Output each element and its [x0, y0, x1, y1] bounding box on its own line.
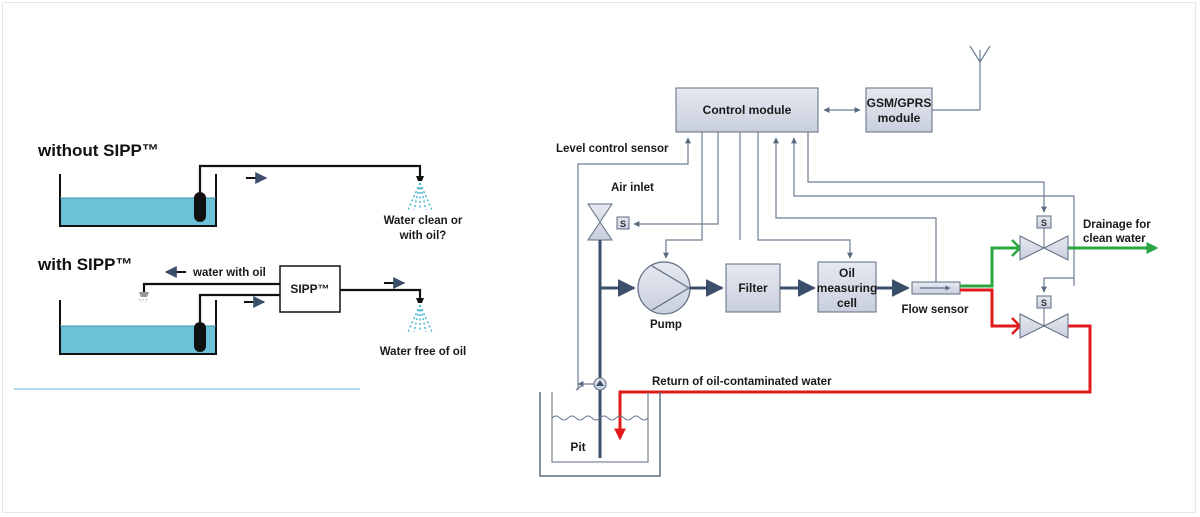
- svg-text:S: S: [1041, 298, 1047, 308]
- sipp-box-label: SIPP™: [290, 282, 329, 296]
- drainage-label-1: Drainage for: [1083, 219, 1151, 231]
- water-free-label: Water free of oil: [380, 346, 466, 358]
- water-with-oil-label: water with oil: [192, 267, 266, 279]
- oil-cell-label-1: Oil: [839, 266, 855, 280]
- control-module-label: Control module: [703, 103, 792, 117]
- return-pipe: [614, 324, 1092, 441]
- control-module-box: [675, 87, 819, 133]
- water-clean-label-1: Water clean or: [384, 215, 463, 227]
- filter-box: [725, 263, 781, 313]
- drainage-valve-icon: S: [1019, 215, 1069, 261]
- air-inlet-valve-icon: S: [587, 203, 630, 241]
- oil-cell-box: [817, 261, 877, 313]
- antenna-icon: [932, 45, 991, 111]
- tank-with-sipp: [59, 282, 422, 355]
- oil-cell-label-3: cell: [837, 296, 857, 310]
- gsm-label-2: module: [878, 111, 921, 125]
- level-sensor-label: Level control sensor: [556, 143, 669, 155]
- pit-label: Pit: [570, 440, 585, 454]
- oil-cell-label-2: measuring: [817, 281, 878, 295]
- pit: [539, 392, 661, 477]
- return-outlet: [138, 292, 149, 303]
- flow-sensor-icon: [911, 281, 961, 295]
- pump-icon: [637, 261, 691, 315]
- pump-label: Pump: [650, 319, 682, 331]
- spray-nozzle-2: [407, 298, 433, 333]
- tank2-water: [60, 326, 216, 354]
- sipp-box: [279, 265, 341, 313]
- water-clean-label-2: with oil?: [399, 230, 447, 242]
- tank1-water: [60, 198, 216, 226]
- clean-water-pipe: [960, 246, 1020, 288]
- air-inlet-label: Air inlet: [611, 182, 654, 194]
- without-sipp-title: without SIPP™: [37, 141, 159, 160]
- return-valve-icon: S: [1019, 295, 1069, 339]
- with-sipp-title: with SIPP™: [37, 255, 132, 274]
- filter-label: Filter: [738, 281, 768, 295]
- spray-nozzle-1: [407, 176, 433, 211]
- contaminated-pipe: [960, 288, 1020, 328]
- tank2-float: [194, 322, 206, 352]
- return-label: Return of oil-contaminated water: [652, 376, 832, 388]
- signal-wires: [575, 132, 1075, 391]
- tank1-float: [194, 192, 206, 222]
- tank-without-sipp: [59, 164, 422, 227]
- gsm-label-1: GSM/GPRS: [867, 96, 932, 110]
- gsm-module-box: [865, 87, 933, 133]
- svg-text:S: S: [1041, 218, 1047, 228]
- flow-sensor-label: Flow sensor: [901, 304, 969, 316]
- level-sensor-icon: [593, 377, 607, 391]
- svg-text:S: S: [620, 219, 626, 229]
- drainage-label-2: clean water: [1083, 233, 1146, 245]
